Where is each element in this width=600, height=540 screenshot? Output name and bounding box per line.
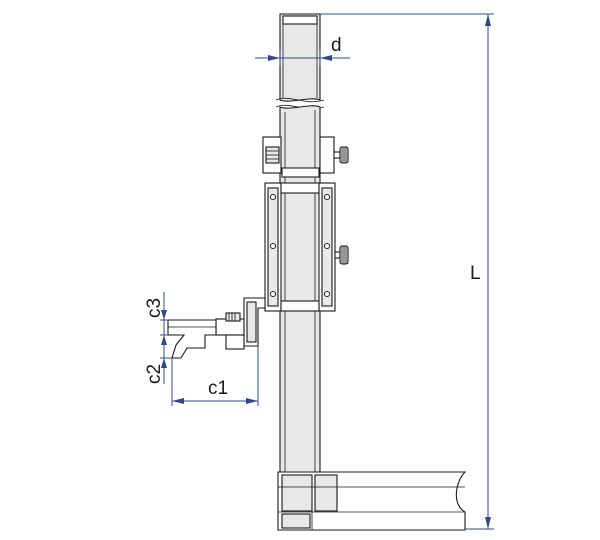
lower-thumb-screw: [334, 245, 349, 265]
slider-screw: [269, 242, 277, 250]
label-L: L: [470, 263, 481, 284]
base: [277, 471, 467, 531]
upper-thumb-screw: [333, 146, 349, 164]
slider-screw: [269, 290, 277, 298]
dimension-c2: c2: [144, 336, 172, 384]
beam: [275, 13, 325, 473]
dimension-c1: c1: [171, 346, 259, 406]
scriber-holder: [215, 297, 266, 350]
dimension-L: L: [320, 13, 494, 530]
slider: [264, 182, 336, 312]
label-c1: c1: [208, 378, 228, 399]
label-d: d: [331, 35, 342, 56]
slider-screw: [269, 193, 277, 201]
slider-screw: [323, 242, 331, 250]
fine-adjust-block: [262, 136, 335, 178]
scriber: [167, 319, 217, 359]
slider-screw: [323, 290, 331, 298]
label-c3: c3: [144, 298, 165, 318]
label-c2: c2: [144, 364, 165, 384]
dimension-d: d: [255, 35, 350, 66]
slider-screw: [323, 193, 331, 201]
